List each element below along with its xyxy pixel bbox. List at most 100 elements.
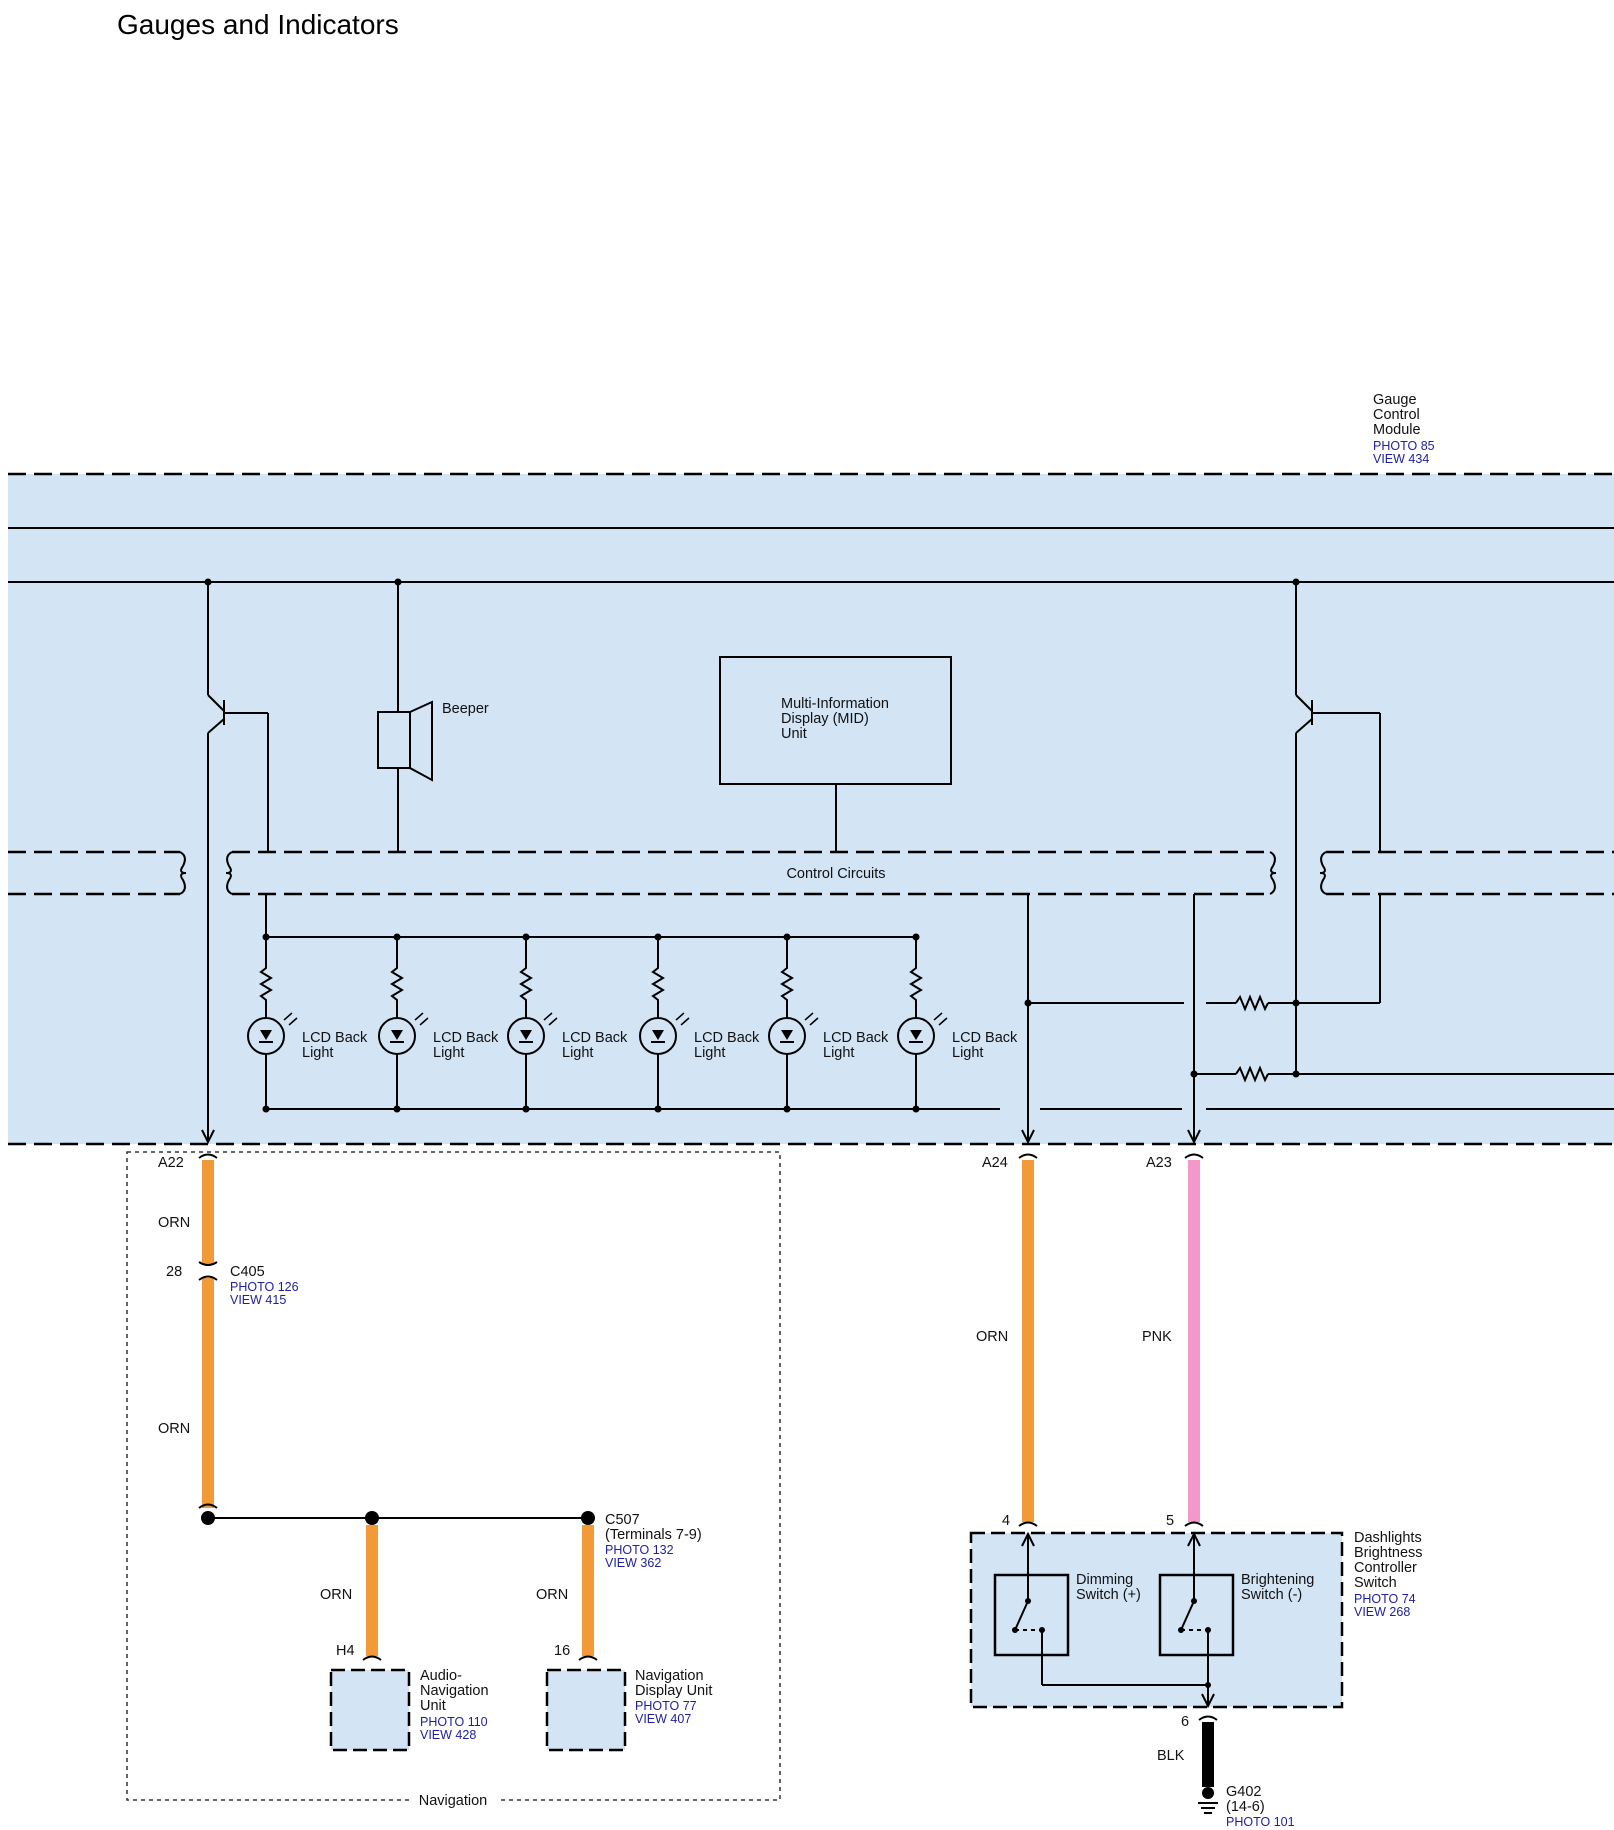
view-ref: VIEW 428	[420, 1728, 476, 1742]
lcd-backlight-bus	[265, 894, 1000, 1110]
mid-unit: Multi-Information Display (MID) Unit	[719, 656, 952, 852]
control-circuits-box	[8, 850, 1614, 896]
navigation-group: Navigation	[126, 1151, 781, 1812]
brightening-switch-label: Brightening	[1241, 1572, 1314, 1588]
beeper-label: Beeper	[442, 701, 489, 717]
control-circuits-breaks	[179, 851, 1327, 895]
wire-color-label: ORN	[320, 1587, 352, 1603]
brightening-switch-label: Switch (-)	[1241, 1587, 1302, 1603]
connector-name: C405	[230, 1264, 265, 1280]
navigation-group-label: Navigation	[419, 1793, 488, 1809]
navigation-display-unit: Navigation Display Unit PHOTO 77 VIEW 40…	[545, 1668, 712, 1752]
beeper	[377, 582, 433, 852]
wire-color-label: BLK	[1157, 1748, 1185, 1764]
wire-color-label: ORN	[976, 1329, 1008, 1345]
nav-splice	[201, 1511, 598, 1661]
label-line: Unit	[781, 726, 807, 742]
ground-name: G402	[1226, 1784, 1261, 1800]
label-line: Navigation	[635, 1668, 704, 1684]
pin-4: 4	[1002, 1513, 1010, 1529]
pin-5: 5	[1166, 1513, 1174, 1529]
connector-name: C507	[605, 1512, 640, 1528]
pin-a23: A23	[1146, 1155, 1172, 1171]
label-line: Controller	[1354, 1560, 1417, 1576]
lcd-backlight-label: LCD Back	[433, 1030, 499, 1046]
c507-label: C507 (Terminals 7-9) PHOTO 132 VIEW 362	[605, 1512, 702, 1570]
pin-h4: H4	[336, 1643, 355, 1659]
lcd-backlight-label: LCD Back	[823, 1030, 889, 1046]
junction-dot	[1024, 999, 1032, 1007]
pin-a22: A22	[158, 1155, 184, 1171]
page-title: Gauges and Indicators	[117, 9, 399, 40]
label-line: Module	[1373, 422, 1421, 438]
wire-color-label: ORN	[536, 1587, 568, 1603]
lcd-backlight-label: LCD Back	[562, 1030, 628, 1046]
view-ref: VIEW 362	[605, 1556, 661, 1570]
photo-ref: PHOTO 77	[635, 1699, 697, 1713]
junction-dot	[394, 578, 402, 586]
label-line: Display Unit	[635, 1683, 712, 1699]
control-circuits-label: Control Circuits	[786, 866, 885, 882]
photo-ref: PHOTO 101	[1226, 1815, 1295, 1829]
pin-6: 6	[1181, 1714, 1189, 1730]
lcd-backlight-label: LCD Back	[952, 1030, 1018, 1046]
label-line: Dashlights	[1354, 1530, 1422, 1546]
dimming-switch-label: Dimming	[1076, 1572, 1133, 1588]
right-transistor	[1295, 582, 1381, 1074]
lcd-backlight-label: Light	[562, 1045, 593, 1061]
photo-ref: PHOTO 74	[1354, 1592, 1416, 1606]
wire-ground	[1198, 1715, 1218, 1814]
label-line: Control	[1373, 407, 1420, 423]
dash-switch-label: Dashlights Brightness Controller Switch …	[1354, 1530, 1423, 1619]
wire-a24	[1018, 1153, 1038, 1527]
lcd-backlight-label: Light	[952, 1045, 983, 1061]
lcd-backlight-label: Light	[823, 1045, 854, 1061]
pin-16: 16	[554, 1643, 570, 1659]
wire-color-label: ORN	[158, 1215, 190, 1231]
pin-28: 28	[166, 1264, 182, 1280]
view-ref: VIEW 415	[230, 1293, 286, 1307]
gauge-module-label: Gauge Control Module PHOTO 85 VIEW 434	[1373, 392, 1435, 466]
audio-navigation-unit: Audio- Navigation Unit PHOTO 110 VIEW 42…	[329, 1668, 489, 1752]
wire-a22	[198, 1153, 218, 1509]
junction-dot	[1292, 578, 1300, 586]
lcd-backlight-label: LCD Back	[694, 1030, 760, 1046]
gauge-control-module	[8, 472, 1614, 1146]
view-ref: VIEW 434	[1373, 452, 1429, 466]
c405-label: C405 PHOTO 126 VIEW 415	[230, 1264, 299, 1307]
label-line: Navigation	[420, 1683, 489, 1699]
wire-a23	[1184, 1153, 1204, 1527]
junction-dot	[204, 578, 212, 586]
label-line: Unit	[420, 1698, 446, 1714]
photo-ref: PHOTO 132	[605, 1543, 674, 1557]
label-line: Brightness	[1354, 1545, 1423, 1561]
lcd-backlight-label: LCD Back	[302, 1030, 368, 1046]
lcd-backlight-label: Light	[433, 1045, 464, 1061]
label-line: Switch	[1354, 1575, 1397, 1591]
module-fill	[8, 474, 1614, 1144]
wire-color-label: PNK	[1142, 1329, 1172, 1345]
photo-ref: PHOTO 110	[420, 1715, 488, 1729]
label-line: Audio-	[420, 1668, 462, 1684]
label-line: Multi-Information	[781, 696, 889, 712]
view-ref: VIEW 407	[635, 1712, 691, 1726]
photo-ref: PHOTO 126	[230, 1280, 299, 1294]
switch-internal-wiring	[1014, 1531, 1215, 1709]
junction-dot	[1292, 999, 1300, 1007]
wire-color-label: ORN	[158, 1421, 190, 1437]
junction-dot	[1190, 1070, 1198, 1078]
dimming-switch-label: Switch (+)	[1076, 1587, 1141, 1603]
left-transistor	[201, 582, 269, 1145]
switch-contact-dots	[1012, 1598, 1211, 1688]
ground-label: G402 (14-6) PHOTO 101	[1226, 1784, 1295, 1829]
junction-dot	[1292, 1070, 1300, 1078]
photo-ref: PHOTO 85	[1373, 439, 1435, 453]
